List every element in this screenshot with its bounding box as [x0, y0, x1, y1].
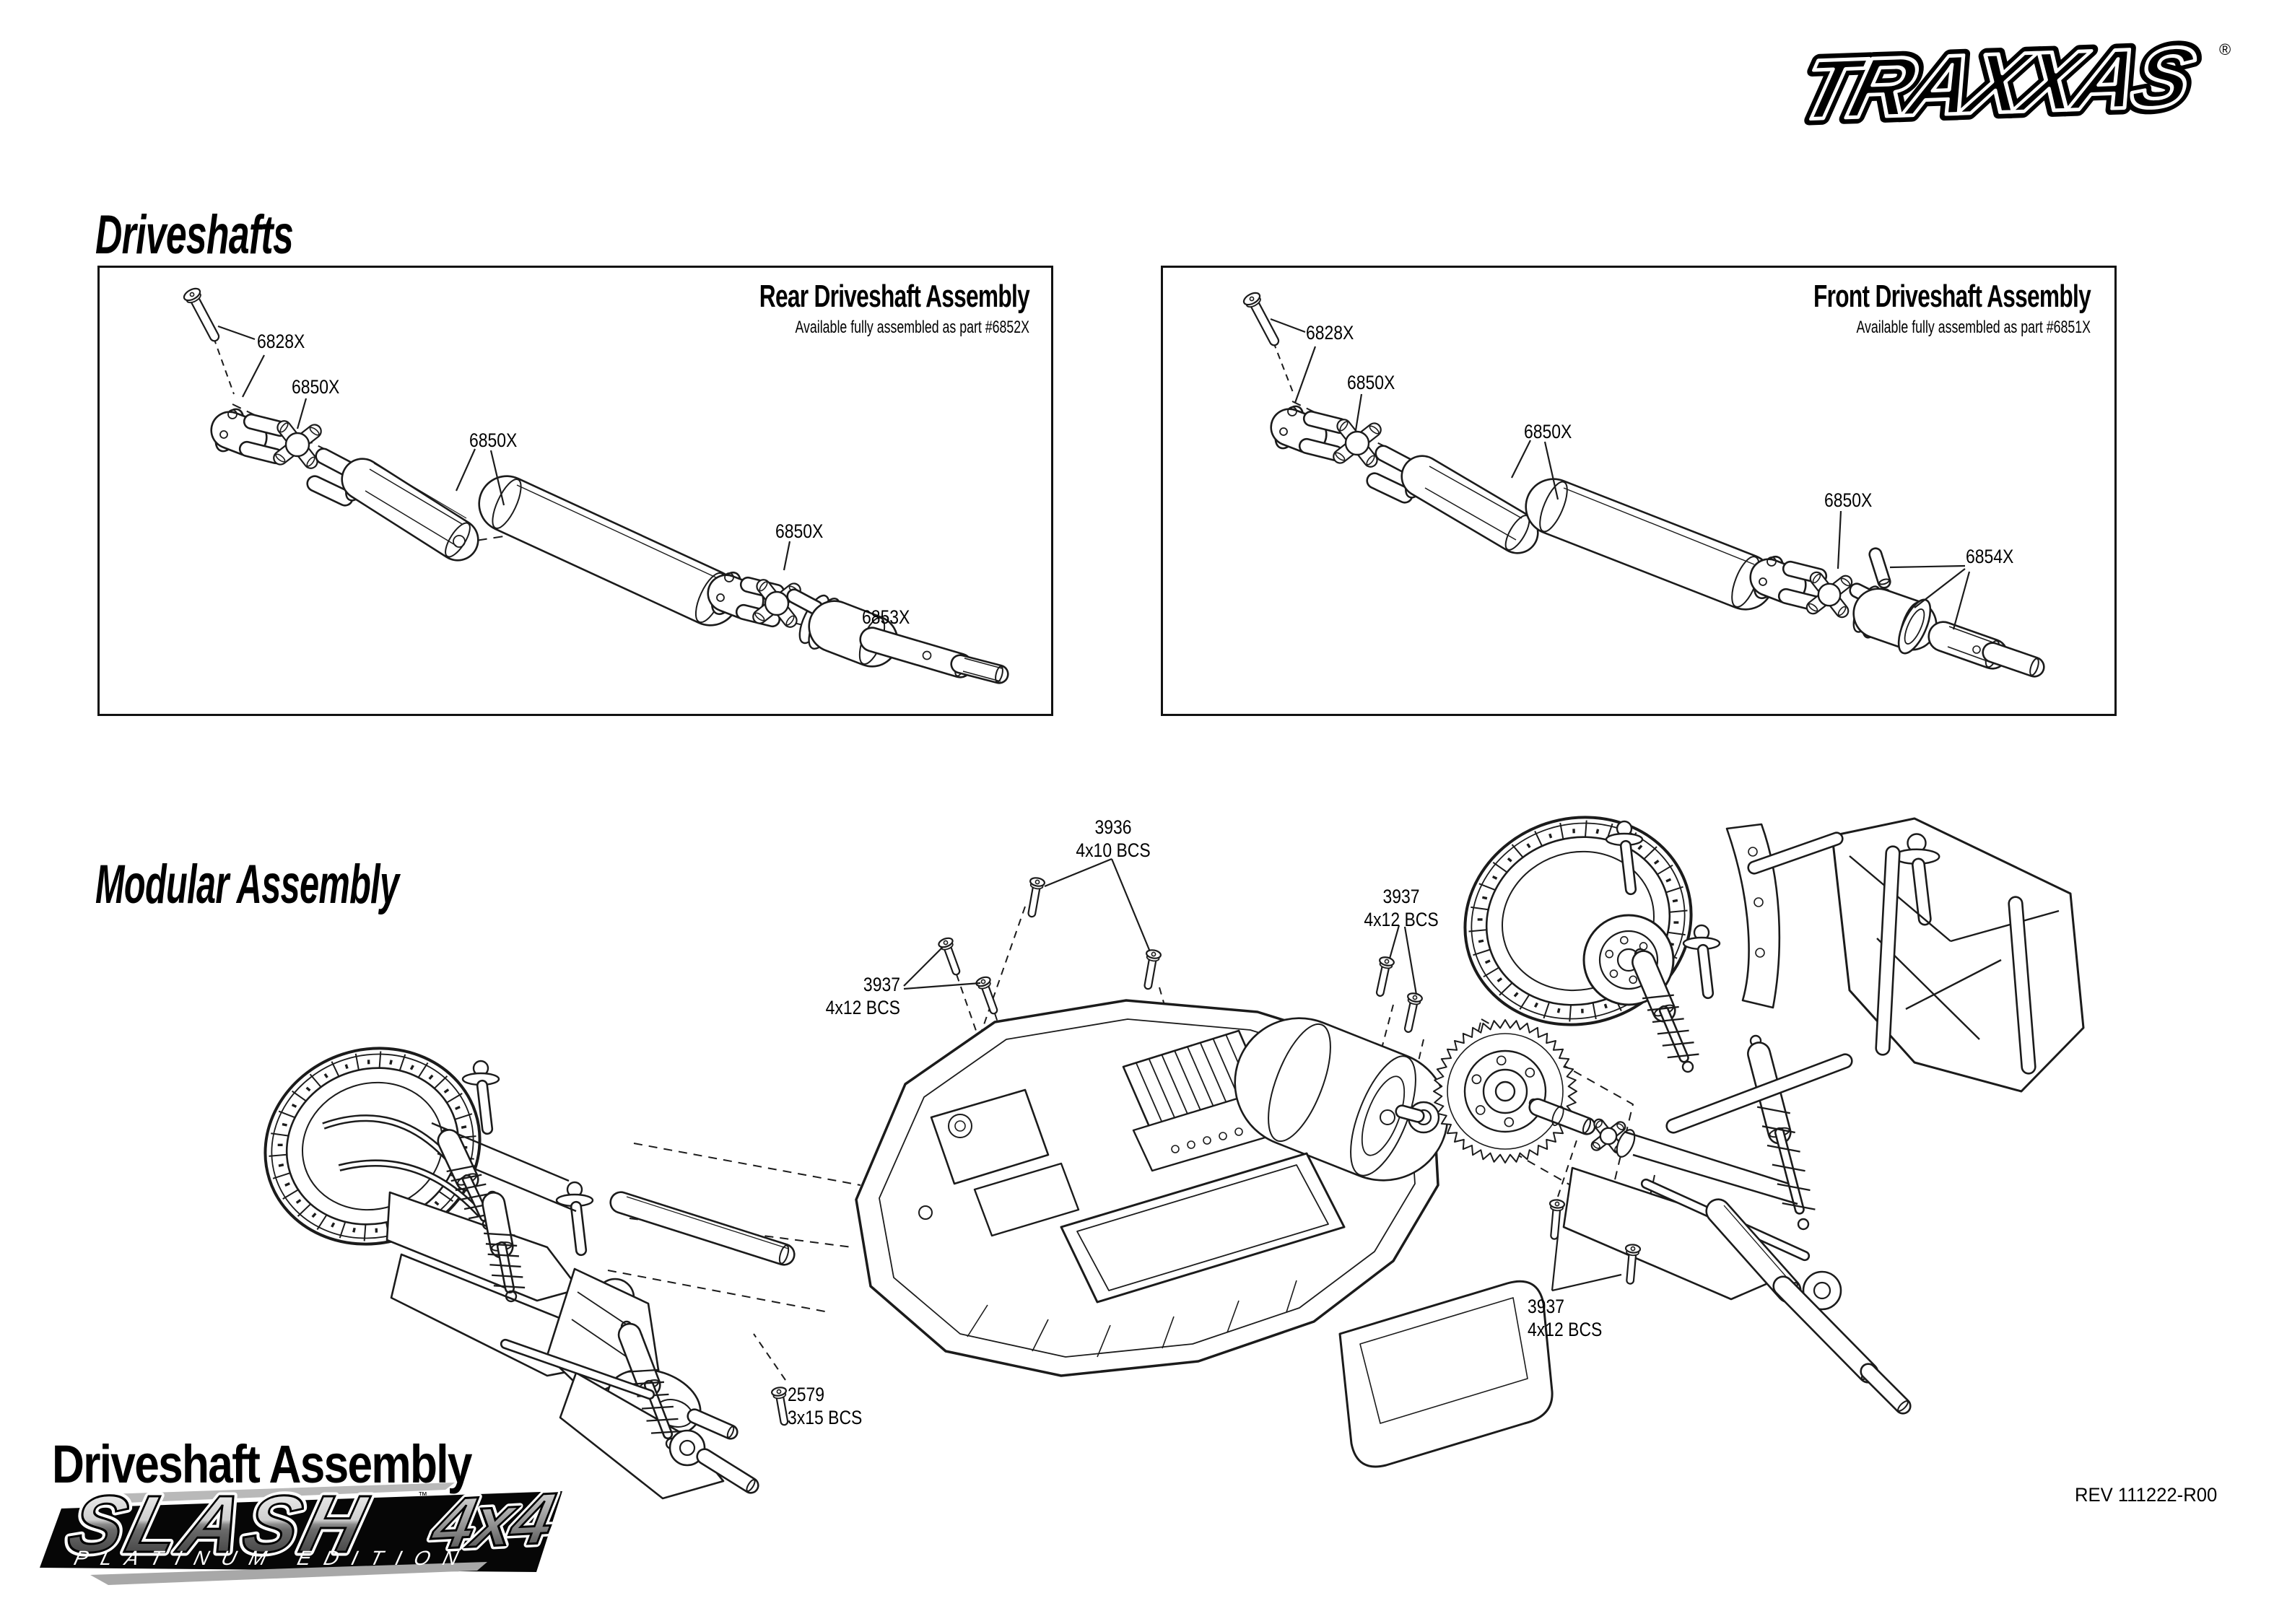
front-driveshaft-box — [1161, 266, 2117, 716]
front-box-title: Front Driveshaft Assembly — [1813, 279, 2091, 314]
callout-3936: 3936 4x10 BCS — [1058, 816, 1169, 863]
driveshafts-heading: Driveshafts — [95, 204, 294, 266]
part-label: 6850X — [775, 520, 824, 542]
callout-spec: 3x15 BCS — [788, 1407, 863, 1429]
callout-3937-top: 3937 4x12 BCS — [1346, 885, 1457, 932]
revision-number: REV 111222-R00 — [2075, 1484, 2218, 1506]
rear-box-title: Rear Driveshaft Assembly — [759, 279, 1030, 314]
slash-logo-text: SLASH — [60, 1480, 378, 1570]
slash-logo-outline: SLASH — [60, 1480, 378, 1570]
callout-spec: 4x12 BCS — [1528, 1319, 1603, 1341]
registered-trademark-symbol: ® — [2219, 40, 2231, 58]
rear-box-header: Rear Driveshaft Assembly Available fully… — [621, 279, 1030, 338]
tm-symbol: ™ — [418, 1490, 427, 1501]
part-label: 6850X — [469, 429, 518, 451]
callout-part: 2579 — [788, 1384, 825, 1405]
callout-part: 3936 — [1094, 816, 1132, 838]
part-label: 6854X — [1966, 546, 2014, 567]
logo-banner — [40, 1491, 562, 1572]
callout-part: 3937 — [1528, 1296, 1565, 1317]
part-label: 6828X — [257, 331, 305, 352]
modular-assembly-heading: Modular Assembly — [95, 854, 399, 915]
traxxas-logo-outline: TRAXXAS — [1791, 36, 2204, 138]
callout-3937-left: 3937 4x12 BCS — [788, 973, 900, 1020]
logo-streak-bottom — [90, 1562, 487, 1585]
front-box-header: Front Driveshaft Assembly Available full… — [1682, 279, 2091, 338]
part-label: 6850X — [1524, 421, 1572, 442]
part-label: 6853X — [862, 606, 910, 628]
callout-part: 3937 — [863, 974, 900, 995]
traxxas-logo: TRAXXAS TRAXXAS — [1785, 36, 2210, 144]
logo-streak-top — [108, 1483, 455, 1503]
rear-box-subtitle: Available fully assembled as part #6852X — [795, 318, 1029, 337]
platinum-edition-text: PLATINUM EDITION — [71, 1547, 474, 1570]
callout-part: 3937 — [1382, 886, 1420, 907]
callout-3937-bottom: 3937 4x12 BCS — [1528, 1295, 1650, 1342]
part-label: 6850X — [1824, 489, 1873, 511]
footer-title: Driveshaft Assembly — [52, 1434, 472, 1494]
front-box-subtitle: Available fully assembled as part #6851X — [1856, 318, 2091, 337]
part-label: 6850X — [292, 376, 340, 398]
traxxas-logo-text: TRAXXAS — [1791, 36, 2204, 138]
slash-4x4-logo: SLASH SLASH 4x4 4x4 ™ PLATINUM EDITION — [40, 1480, 564, 1585]
rear-driveshaft-box — [97, 266, 1053, 716]
callout-2579: 2579 3x15 BCS — [788, 1383, 910, 1430]
badge-4x4-outline: 4x4 — [425, 1480, 560, 1565]
callout-spec: 4x10 BCS — [1076, 839, 1151, 862]
badge-4x4-text: 4x4 — [425, 1480, 560, 1565]
callout-spec: 4x12 BCS — [825, 997, 900, 1019]
part-label: 6850X — [1347, 372, 1395, 393]
part-label: 6828X — [1306, 322, 1354, 344]
callout-spec: 4x12 BCS — [1364, 909, 1439, 931]
